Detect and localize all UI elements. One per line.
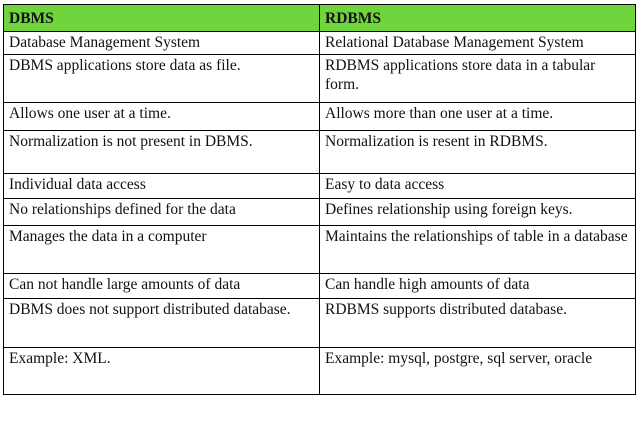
header-row: DBMS RDBMS (3, 4, 636, 32)
cell-rdbms: Easy to data access (319, 173, 636, 199)
table-row: DBMS does not support distributed databa… (3, 298, 636, 348)
cell-rdbms: Example: mysql, postgre, sql server, ora… (319, 347, 636, 395)
table-row: Allows one user at a time. Allows more t… (3, 102, 636, 131)
cell-dbms: No relationships defined for the data (3, 198, 320, 226)
cell-rdbms: Maintains the relationships of table in … (319, 225, 636, 274)
comparison-table: DBMS RDBMS Database Management System Re… (3, 4, 636, 395)
cell-rdbms: RDBMS supports distributed database. (319, 298, 636, 348)
cell-dbms: Individual data access (3, 173, 320, 199)
cell-rdbms: Relational Database Management System (319, 31, 636, 55)
table-row: No relationships defined for the data De… (3, 198, 636, 226)
cell-dbms: Manages the data in a computer (3, 225, 320, 274)
table-row: Manages the data in a computer Maintains… (3, 225, 636, 274)
table-row: Example: XML. Example: mysql, postgre, s… (3, 347, 636, 395)
cell-rdbms: Defines relationship using foreign keys. (319, 198, 636, 226)
header-dbms: DBMS (3, 4, 320, 32)
cell-dbms: Can not handle large amounts of data (3, 273, 320, 299)
cell-dbms: DBMS does not support distributed databa… (3, 298, 320, 348)
header-rdbms: RDBMS (319, 4, 636, 32)
table-row: Can not handle large amounts of data Can… (3, 273, 636, 299)
cell-rdbms: Normalization is resent in RDBMS. (319, 130, 636, 174)
cell-rdbms: RDBMS applications store data in a tabul… (319, 54, 636, 103)
cell-dbms: DBMS applications store data as file. (3, 54, 320, 103)
table-row: Database Management System Relational Da… (3, 31, 636, 55)
cell-dbms: Allows one user at a time. (3, 102, 320, 131)
table-row: Individual data access Easy to data acce… (3, 173, 636, 199)
table-row: Normalization is not present in DBMS. No… (3, 130, 636, 174)
table-row: DBMS applications store data as file. RD… (3, 54, 636, 103)
table-body: Database Management System Relational Da… (3, 31, 636, 395)
table-header: DBMS RDBMS (3, 4, 636, 32)
cell-dbms: Database Management System (3, 31, 320, 55)
cell-rdbms: Can handle high amounts of data (319, 273, 636, 299)
cell-dbms: Normalization is not present in DBMS. (3, 130, 320, 174)
cell-rdbms: Allows more than one user at a time. (319, 102, 636, 131)
cell-dbms: Example: XML. (3, 347, 320, 395)
